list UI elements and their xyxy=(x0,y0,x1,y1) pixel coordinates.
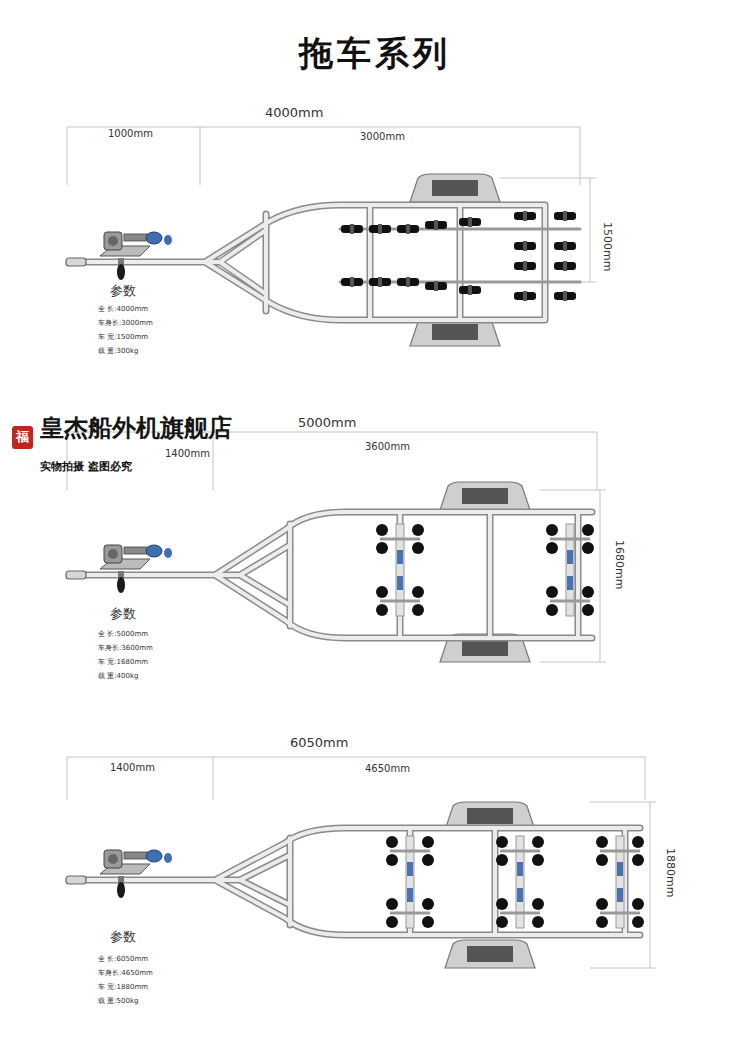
dimension: 1000mm xyxy=(108,128,153,140)
seal-text: 福 xyxy=(16,430,29,445)
param: 载 重:500kg xyxy=(98,997,138,1005)
param: 车 宽:1500mm xyxy=(98,333,148,341)
param: 车 宽:1680mm xyxy=(98,658,148,666)
dimension: 1880mm xyxy=(663,848,676,897)
param: 车 宽:1880mm xyxy=(98,983,148,991)
watermark: 皇杰船外机旗舰店 xyxy=(40,414,232,442)
dimension: 6050mm xyxy=(290,736,348,751)
watermark-note: 实物拍摄 盗图必究 xyxy=(40,461,132,474)
title: 拖车系列 xyxy=(0,34,750,73)
dimension: 4650mm xyxy=(365,763,410,775)
param: 全 长:6050mm xyxy=(98,955,148,963)
dimension: 4000mm xyxy=(265,106,323,121)
seal-stamp: 福 xyxy=(12,426,33,449)
params-heading: 参数 xyxy=(110,607,136,622)
dimension: 3600mm xyxy=(365,441,410,453)
dimension: 1680mm xyxy=(612,540,625,589)
param: 全 长:5000mm xyxy=(98,630,148,638)
dimension: 1500mm xyxy=(600,222,613,271)
param: 载 重:300kg xyxy=(98,347,138,355)
dimension: 5000mm xyxy=(298,416,356,431)
dimension: 1400mm xyxy=(165,448,210,460)
dimension: 1400mm xyxy=(110,762,155,774)
param: 车身长:3600mm xyxy=(98,644,153,652)
params-heading: 参数 xyxy=(110,284,136,299)
param: 载 重:400kg xyxy=(98,672,138,680)
param: 车身长:4650mm xyxy=(98,969,153,977)
params-heading: 参数 xyxy=(110,930,136,945)
param: 车身长:3000mm xyxy=(98,319,153,327)
dimension: 3000mm xyxy=(360,131,405,143)
param: 全 长:4000mm xyxy=(98,305,148,313)
